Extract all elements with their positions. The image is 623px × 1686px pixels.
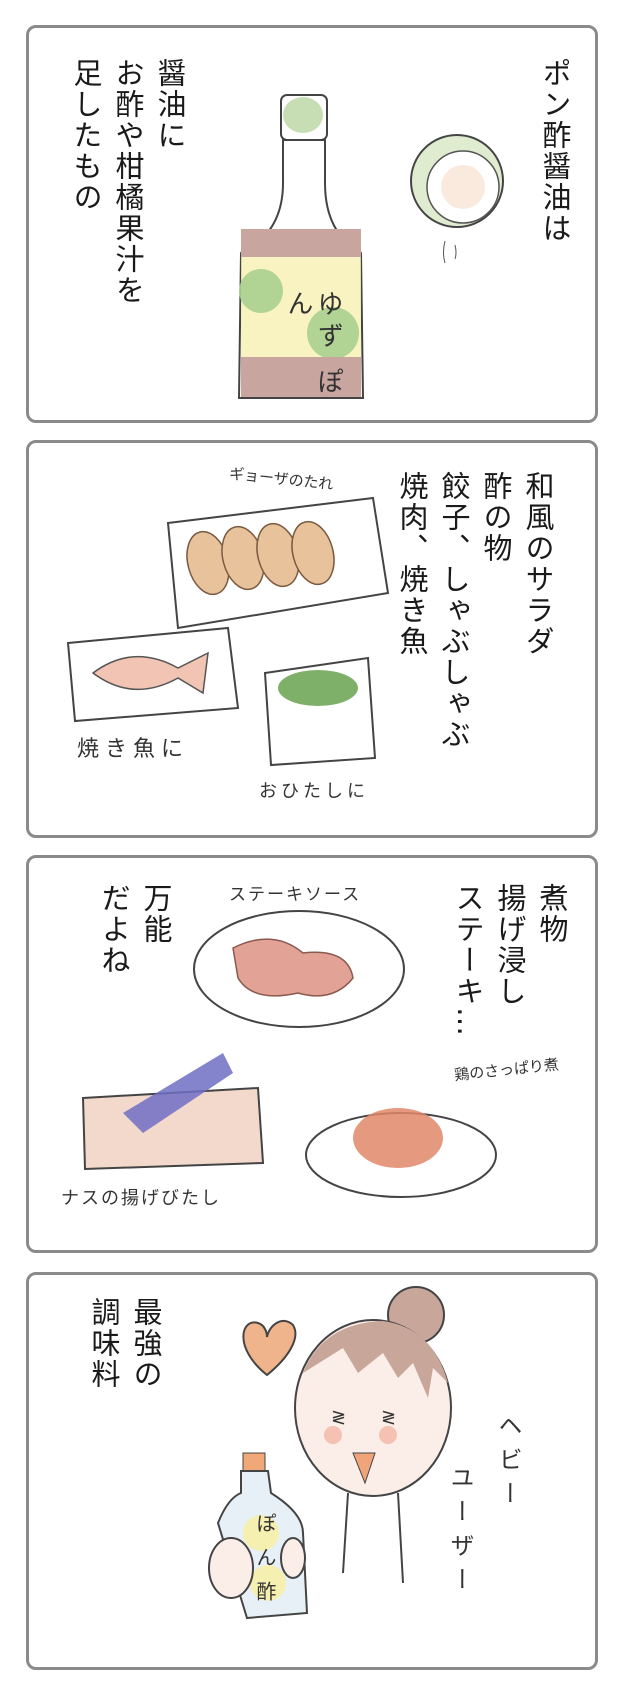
comic-panel-3: ステーキソース 鶏のさっぱり煮 ナスの揚げびたし 煮物 揚げ浸し ステーキ… 万… (26, 855, 598, 1253)
yuzu-ponzu-bottle (237, 94, 365, 399)
bottle-label: ぽん酢 (253, 1513, 277, 1615)
dishes-illustration (66, 496, 390, 767)
bottle-label: ゆず ぽん (283, 290, 343, 401)
eggplant-label: ナスの揚げびたし (61, 1188, 221, 1209)
ponzu-bottle (208, 1452, 309, 1620)
narration: 最強の 調味料 (87, 1297, 163, 1390)
narration-left: 醤油に お酢や柑橘果汁を 足したもの (69, 58, 187, 306)
ohitashi-box (263, 656, 377, 767)
narration-left: 万能 だよね (97, 883, 173, 976)
ohitashi-label: おひたしに (259, 781, 369, 802)
user-label: ユーザー (446, 1465, 474, 1601)
comic-panel-2: ギョーザのたれ 焼き魚に おひたしに 和風のサラダ 酢の物 餃子、しゃぶしゃぶ … (26, 440, 598, 838)
character-illustration: ≷ ≷ (208, 1286, 452, 1620)
comic-panel-4: ≷ ≷ ぽん酢 ヘビー ユーザー 最強の 調味料 (26, 1272, 598, 1670)
lime-slice-illustration (410, 134, 504, 264)
chicken-plate (305, 1108, 497, 1198)
dishes-illustration (81, 910, 497, 1198)
grilled-fish-label: 焼き魚に (77, 737, 190, 762)
svg-text:≷: ≷ (381, 1407, 396, 1428)
narration-right: 煮物 揚げ浸し ステーキ… (451, 883, 569, 1038)
steak-plate (193, 910, 405, 1028)
heavy-label: ヘビー (494, 1413, 522, 1515)
svg-text:≷: ≷ (331, 1407, 346, 1428)
gyoza-plate (166, 496, 390, 630)
grilled-fish-plate (66, 626, 240, 723)
eggplant-plate (81, 1053, 265, 1171)
narration-right: ポン酢醤油は (538, 58, 572, 244)
hair (303, 1321, 448, 1398)
narration: 和風のサラダ 酢の物 餃子、しゃぶしゃぶ 焼肉、焼き魚 (395, 471, 555, 750)
steak-sauce-label: ステーキソース (229, 885, 362, 905)
ponzu-bottle-illustration (237, 94, 504, 399)
heart-icon (242, 1319, 297, 1377)
comic-panel-1: ゆず ぽん ポン酢醤油は 醤油に お酢や柑橘果汁を 足したもの (26, 25, 598, 423)
